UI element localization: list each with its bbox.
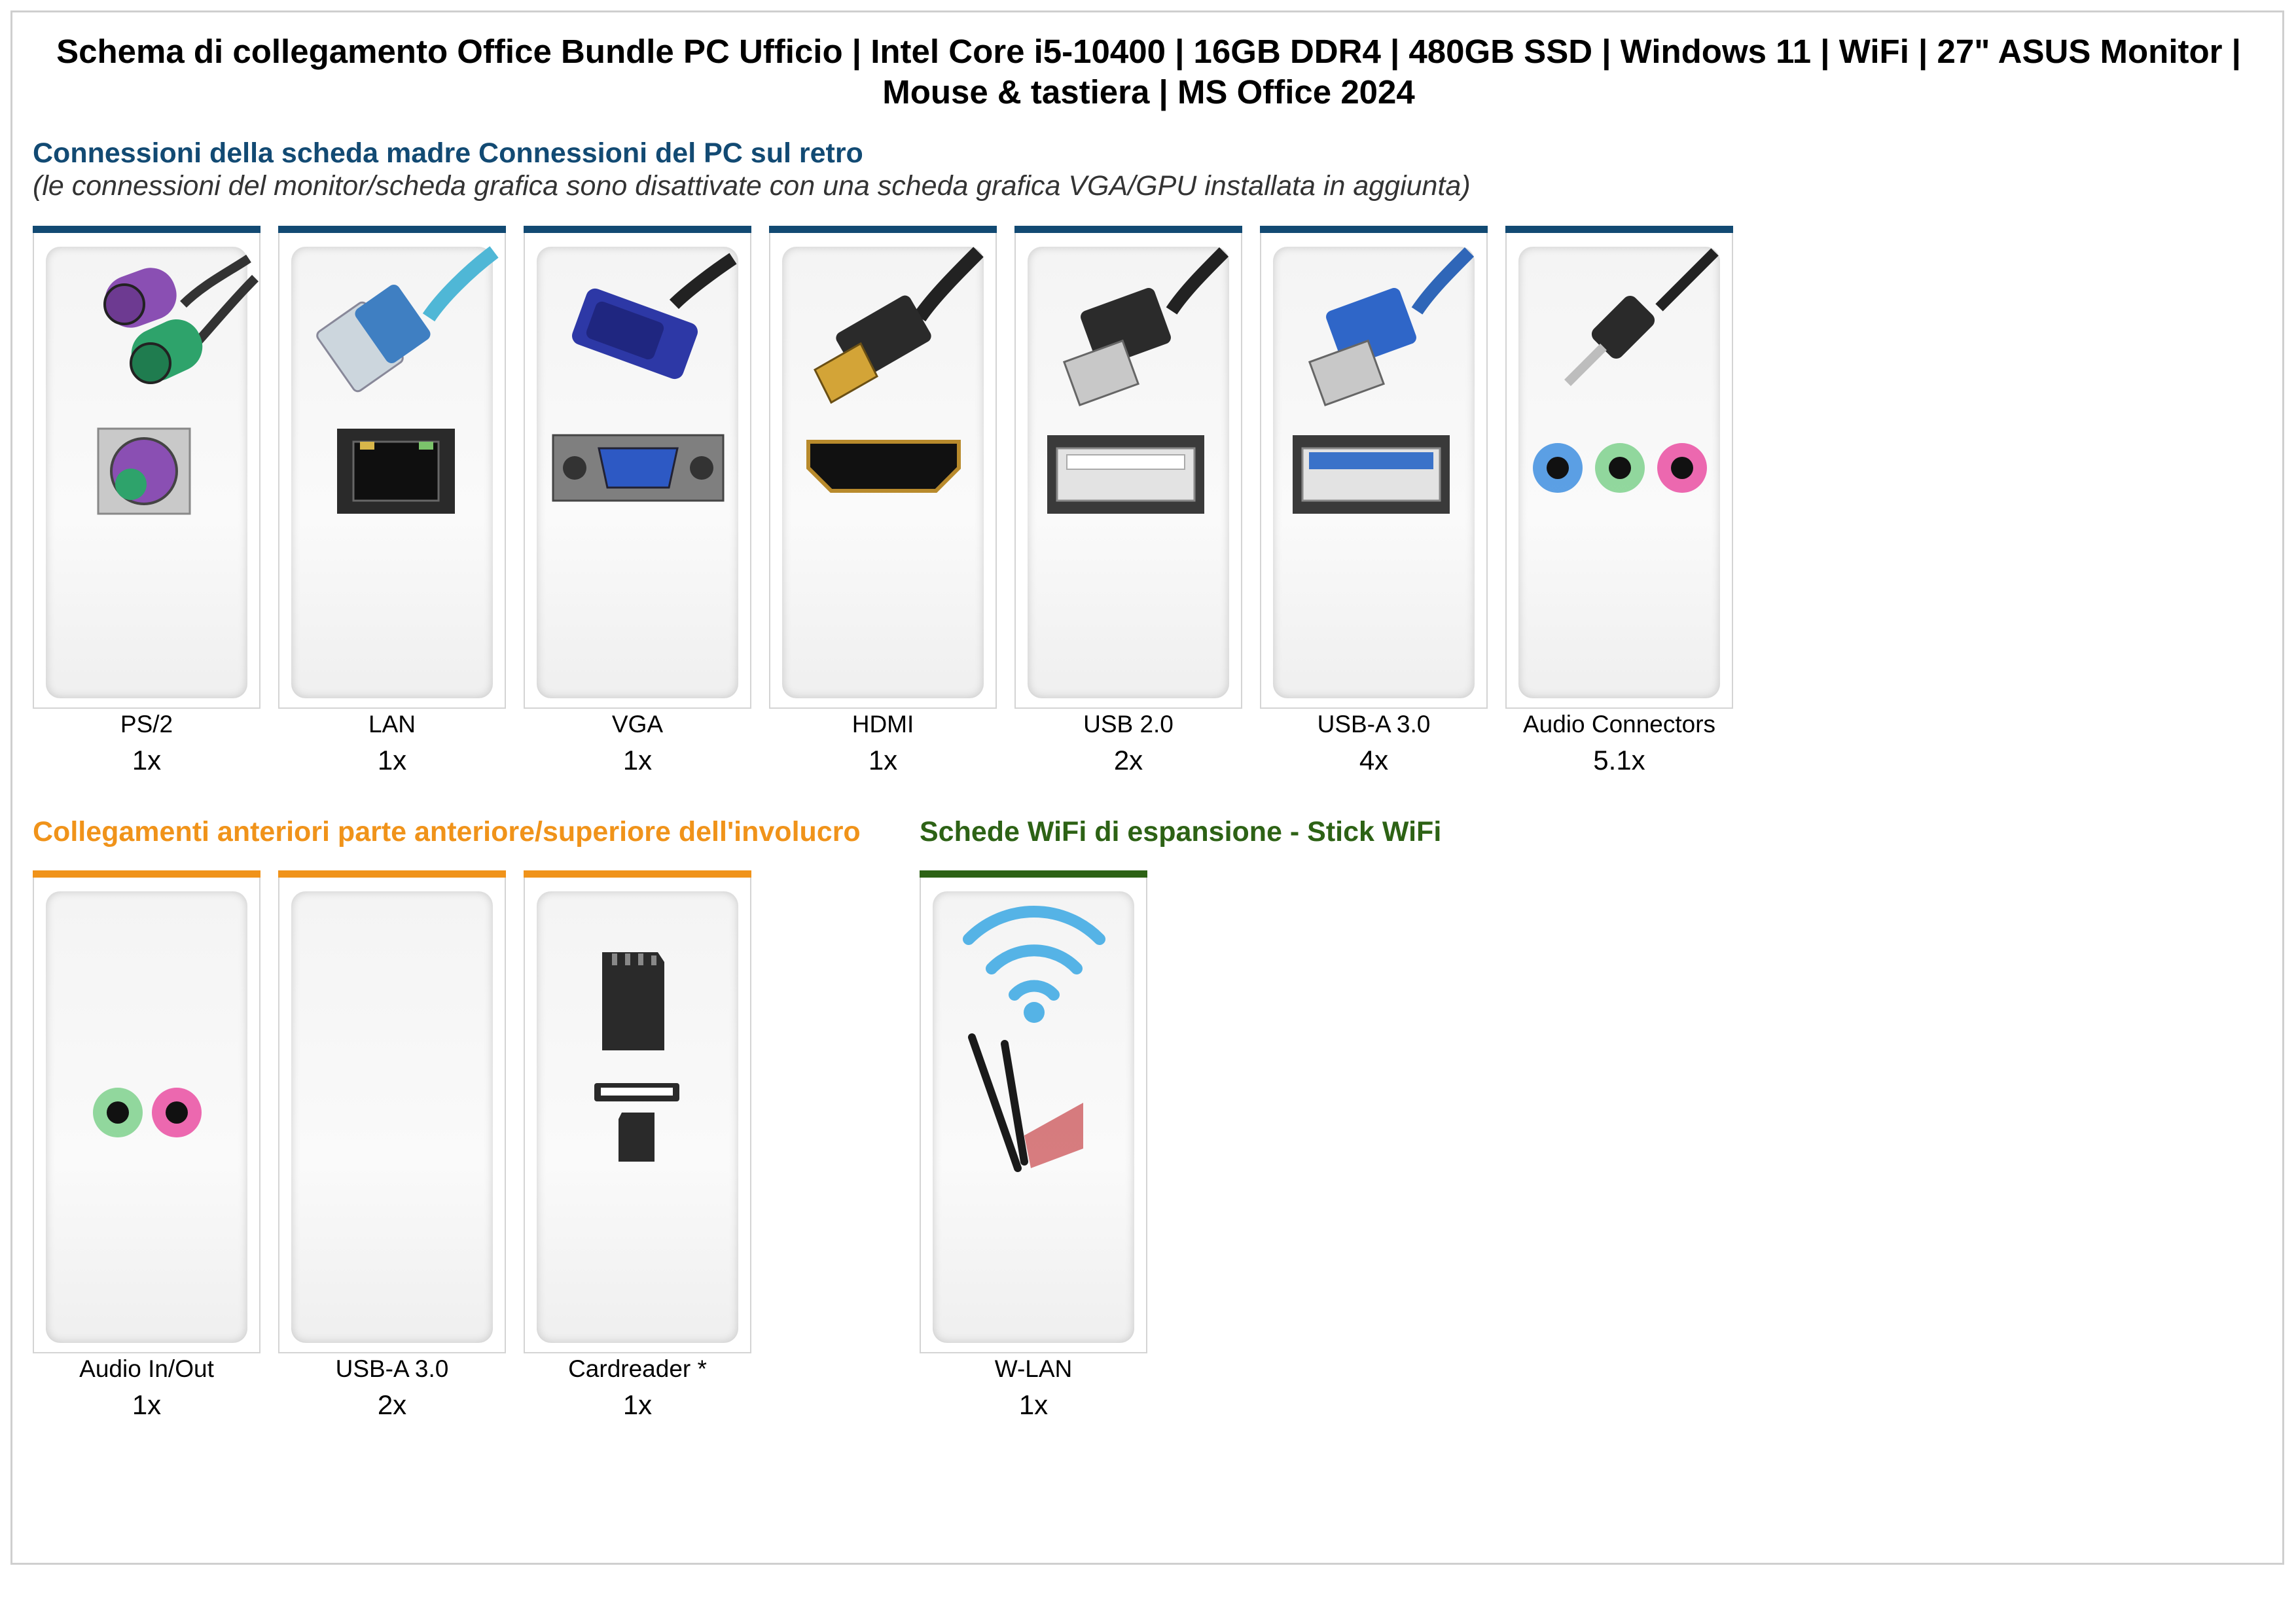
port-card-accent-bar xyxy=(1505,226,1733,233)
wifi-antenna-icon xyxy=(963,906,1105,1172)
port-label: W-LAN xyxy=(994,1355,1073,1382)
port-card-accent-bar xyxy=(769,226,997,233)
document-frame xyxy=(10,10,2284,1565)
rear-section-heading: Connessioni della scheda madre Connessio… xyxy=(33,137,863,169)
front-section-heading: Collegamenti anteriori parte anteriore/s… xyxy=(33,816,861,847)
port-count: 2x xyxy=(1113,745,1143,776)
port-label: USB-A 3.0 xyxy=(1317,711,1431,738)
port-card-front-0: Audio In/Out 1x xyxy=(33,870,260,1420)
port-count: 1x xyxy=(132,1389,162,1420)
port-label: VGA xyxy=(611,711,664,738)
port-card-accent-bar xyxy=(1014,226,1242,233)
port-count: 1x xyxy=(622,745,653,776)
port-count: 4x xyxy=(1359,745,1389,776)
port-card-rear-4: USB 2.0 2x xyxy=(1014,226,1242,776)
port-count: 1x xyxy=(132,745,162,776)
port-label: Audio In/Out xyxy=(79,1355,214,1382)
port-count: 1x xyxy=(1018,1389,1049,1420)
audio-jack-socket-icon xyxy=(1595,443,1645,493)
usb3-connector-icon xyxy=(278,870,506,1353)
port-card-rear-3: HDMI 1x xyxy=(769,226,997,776)
wifi-section-heading: Schede WiFi di espansione - Stick WiFi xyxy=(920,816,1442,847)
port-card-rear-1: LAN 1x xyxy=(278,226,506,776)
port-count: 1x xyxy=(377,745,407,776)
port-card-accent-bar xyxy=(524,226,751,233)
rear-section-note: (le connessioni del monitor/scheda grafi… xyxy=(33,170,1471,202)
port-card-accent-bar xyxy=(278,226,506,233)
port-card-accent-bar xyxy=(1260,226,1488,233)
port-label: Audio Connectors xyxy=(1522,711,1716,738)
port-card-rear-2: VGA 1x xyxy=(524,226,751,776)
port-card-rear-0: PS/2 1x xyxy=(33,226,260,776)
port-card-front-2: Cardreader * 1x xyxy=(524,870,751,1420)
port-label: USB-A 3.0 xyxy=(335,1355,449,1382)
audio-jack-socket-icon xyxy=(93,1088,143,1137)
port-count: 1x xyxy=(622,1389,653,1420)
sd-card-icon xyxy=(594,952,679,1162)
port-card-panel xyxy=(46,891,247,1343)
ps2-connector-icon xyxy=(97,255,259,515)
port-card-rear-5: USB-A 3.0 4x xyxy=(1260,226,1488,776)
port-count: 2x xyxy=(377,1389,407,1420)
vga-connector-icon xyxy=(552,253,737,502)
port-card-accent-bar xyxy=(920,870,1147,878)
port-card-accent-bar xyxy=(524,870,751,878)
port-label: PS/2 xyxy=(120,711,173,738)
port-count: 5.1x xyxy=(1593,745,1645,776)
port-card-panel xyxy=(933,891,1134,1343)
audio-jack-icon xyxy=(93,1088,202,1137)
audio-jack-socket-icon xyxy=(1657,443,1707,493)
port-card-wifi-0: W-LAN 1x xyxy=(920,870,1147,1420)
page-title: Schema di collegamento Office Bundle PC … xyxy=(56,33,2241,111)
audio-jack-socket-icon xyxy=(1533,443,1583,493)
port-label: USB 2.0 xyxy=(1083,711,1174,738)
port-count: 1x xyxy=(868,745,898,776)
audio-jack-socket-icon xyxy=(152,1088,202,1137)
hdmi-connector-icon xyxy=(806,247,984,493)
port-card-panel xyxy=(291,891,493,1343)
port-card-accent-bar xyxy=(33,226,260,233)
port-card-accent-bar xyxy=(33,870,260,878)
port-label: HDMI xyxy=(852,711,914,738)
lan-connector-icon xyxy=(316,246,499,514)
port-card-front-1: USB-A 3.0 2x xyxy=(278,870,506,1420)
port-card-accent-bar xyxy=(278,870,506,878)
port-card-rear-6: Audio Connectors 5.1x xyxy=(1505,226,1733,776)
port-label: Cardreader * xyxy=(568,1355,707,1382)
usb2-connector-icon xyxy=(1047,247,1229,514)
usb3-connector-icon xyxy=(1293,247,1475,514)
audio-jack-icon xyxy=(1533,248,1719,493)
port-label: LAN xyxy=(368,711,416,738)
